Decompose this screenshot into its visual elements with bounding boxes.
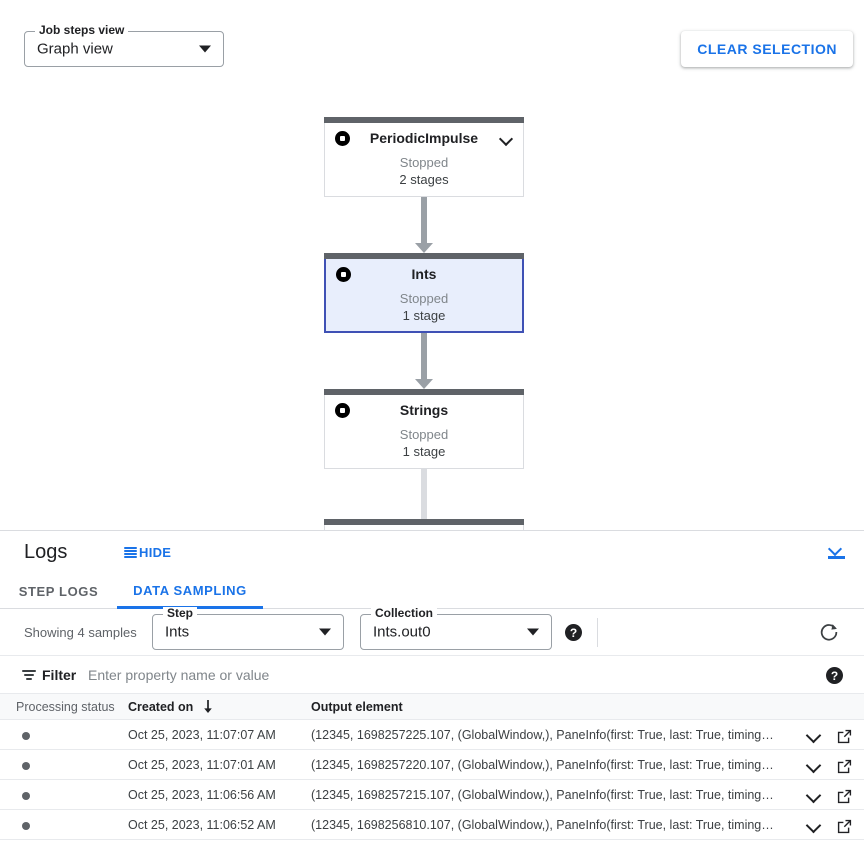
- job-steps-view-label: Job steps view: [35, 24, 129, 36]
- sort-descending-icon[interactable]: [202, 699, 214, 714]
- arrow-head-icon: [415, 379, 433, 389]
- chevron-down-icon: [199, 45, 211, 53]
- collection-select[interactable]: Collection Ints.out0: [360, 607, 552, 650]
- node-status: Stopped: [399, 427, 449, 442]
- step-select[interactable]: Step Ints: [152, 607, 344, 650]
- status-dot-icon: [22, 792, 30, 800]
- table-row[interactable]: Oct 25, 2023, 11:07:07 AM (12345, 169825…: [0, 720, 864, 750]
- list-lines-icon: [124, 547, 137, 558]
- table-header-row: Processing status Created on Output elem…: [0, 694, 864, 720]
- graph-node-partial-offscreen[interactable]: [324, 519, 524, 530]
- table-row[interactable]: Oct 25, 2023, 11:06:52 AM (12345, 169825…: [0, 810, 864, 840]
- expand-row-chevron-down-icon[interactable]: [807, 789, 821, 803]
- graph-node-periodicimpulse[interactable]: PeriodicImpulse Stopped 2 stages: [324, 117, 524, 197]
- graph-toolbar: Job steps view Graph view CLEAR SELECTIO…: [0, 0, 864, 90]
- chevron-down-icon: [319, 628, 331, 636]
- open-in-new-icon[interactable]: [837, 789, 852, 804]
- tab-data-sampling[interactable]: DATA SAMPLING: [117, 574, 263, 609]
- showing-samples-text: Showing 4 samples: [24, 625, 137, 640]
- job-graph-canvas[interactable]: Job steps view Graph view CLEAR SELECTIO…: [0, 0, 864, 530]
- column-header-processing-status[interactable]: Processing status: [16, 700, 115, 714]
- clear-selection-button[interactable]: CLEAR SELECTION: [681, 31, 853, 67]
- tab-step-logs[interactable]: STEP LOGS: [18, 584, 99, 599]
- node-header: Strings: [325, 395, 523, 425]
- column-header-created-on[interactable]: Created on: [128, 700, 194, 714]
- hide-logs-button[interactable]: HIDE: [124, 545, 171, 560]
- collection-select-value: Ints.out0: [373, 623, 431, 641]
- cell-created-on: Oct 25, 2023, 11:06:56 AM: [128, 788, 276, 802]
- node-stages: 2 stages: [399, 172, 449, 187]
- cell-output-element: (12345, 1698257215.107, (GlobalWindow,),…: [311, 788, 774, 802]
- graph-edge-ints-strings: [415, 333, 433, 389]
- node-header: Ints: [326, 259, 522, 289]
- node-status-bar: [324, 519, 524, 525]
- node-stages: 1 stage: [402, 308, 446, 323]
- status-dot-icon: [22, 732, 30, 740]
- job-steps-view-value: Graph view: [37, 40, 113, 58]
- logs-panel: Logs HIDE STEP LOGS DATA SAMPLING Showin…: [0, 530, 864, 856]
- node-title: Strings: [399, 402, 449, 418]
- cell-output-element: (12345, 1698257220.107, (GlobalWindow,),…: [311, 758, 774, 772]
- divider: [597, 618, 598, 647]
- graph-edge-periodicimpulse-ints: [415, 197, 433, 253]
- graph-node-strings[interactable]: Strings Stopped 1 stage: [324, 389, 524, 469]
- arrow-head-icon: [415, 243, 433, 253]
- graph-edge-strings-next: [415, 469, 433, 529]
- logs-header: Logs HIDE: [0, 531, 864, 574]
- logs-title: Logs: [24, 541, 68, 563]
- filter-icon: [22, 669, 36, 680]
- open-in-new-icon[interactable]: [837, 819, 852, 834]
- node-status: Stopped: [399, 291, 449, 306]
- status-dot-icon: [22, 822, 30, 830]
- stop-icon: [335, 403, 350, 418]
- help-icon[interactable]: ?: [826, 667, 843, 684]
- sampling-controls: Showing 4 samples Step Ints Collection I…: [0, 607, 864, 656]
- cell-output-element: (12345, 1698256810.107, (GlobalWindow,),…: [311, 818, 774, 832]
- cell-created-on: Oct 25, 2023, 11:06:52 AM: [128, 818, 276, 832]
- column-header-output-element[interactable]: Output element: [311, 700, 403, 714]
- collapse-panel-icon[interactable]: [826, 541, 848, 563]
- step-select-value: Ints: [165, 623, 190, 641]
- step-select-label: Step: [163, 607, 198, 619]
- open-in-new-icon[interactable]: [837, 729, 852, 744]
- filter-row: Filter ?: [0, 656, 864, 694]
- refresh-icon[interactable]: [818, 621, 840, 643]
- node-status: Stopped: [399, 155, 449, 170]
- expand-row-chevron-down-icon[interactable]: [807, 819, 821, 833]
- node-stages: 1 stage: [402, 444, 446, 459]
- node-status-bar: [324, 117, 524, 123]
- table-row[interactable]: Oct 25, 2023, 11:06:56 AM (12345, 169825…: [0, 780, 864, 810]
- filter-label: Filter: [42, 667, 77, 683]
- collection-select-label: Collection: [371, 607, 438, 619]
- cell-created-on: Oct 25, 2023, 11:07:01 AM: [128, 758, 276, 772]
- node-header: PeriodicImpulse: [325, 123, 523, 153]
- expand-row-chevron-down-icon[interactable]: [807, 729, 821, 743]
- stop-icon: [335, 131, 350, 146]
- expand-row-chevron-down-icon[interactable]: [807, 759, 821, 773]
- logs-tabs: STEP LOGS DATA SAMPLING: [0, 574, 864, 609]
- status-dot-icon: [22, 762, 30, 770]
- chevron-down-icon[interactable]: [501, 134, 512, 145]
- open-in-new-icon[interactable]: [837, 759, 852, 774]
- node-title: PeriodicImpulse: [369, 130, 479, 146]
- samples-table: Processing status Created on Output elem…: [0, 694, 864, 840]
- job-steps-view-select[interactable]: Job steps view Graph view: [24, 24, 224, 67]
- table-row[interactable]: Oct 25, 2023, 11:07:01 AM (12345, 169825…: [0, 750, 864, 780]
- hide-logs-label: HIDE: [139, 545, 172, 560]
- chevron-down-icon: [527, 628, 539, 636]
- filter-input[interactable]: [86, 665, 786, 685]
- help-icon[interactable]: ?: [565, 624, 582, 641]
- cell-created-on: Oct 25, 2023, 11:07:07 AM: [128, 728, 276, 742]
- node-status-bar: [324, 253, 524, 259]
- node-title: Ints: [411, 266, 437, 282]
- stop-icon: [336, 267, 351, 282]
- node-status-bar: [324, 389, 524, 395]
- cell-output-element: (12345, 1698257225.107, (GlobalWindow,),…: [311, 728, 774, 742]
- graph-node-ints[interactable]: Ints Stopped 1 stage: [324, 253, 524, 333]
